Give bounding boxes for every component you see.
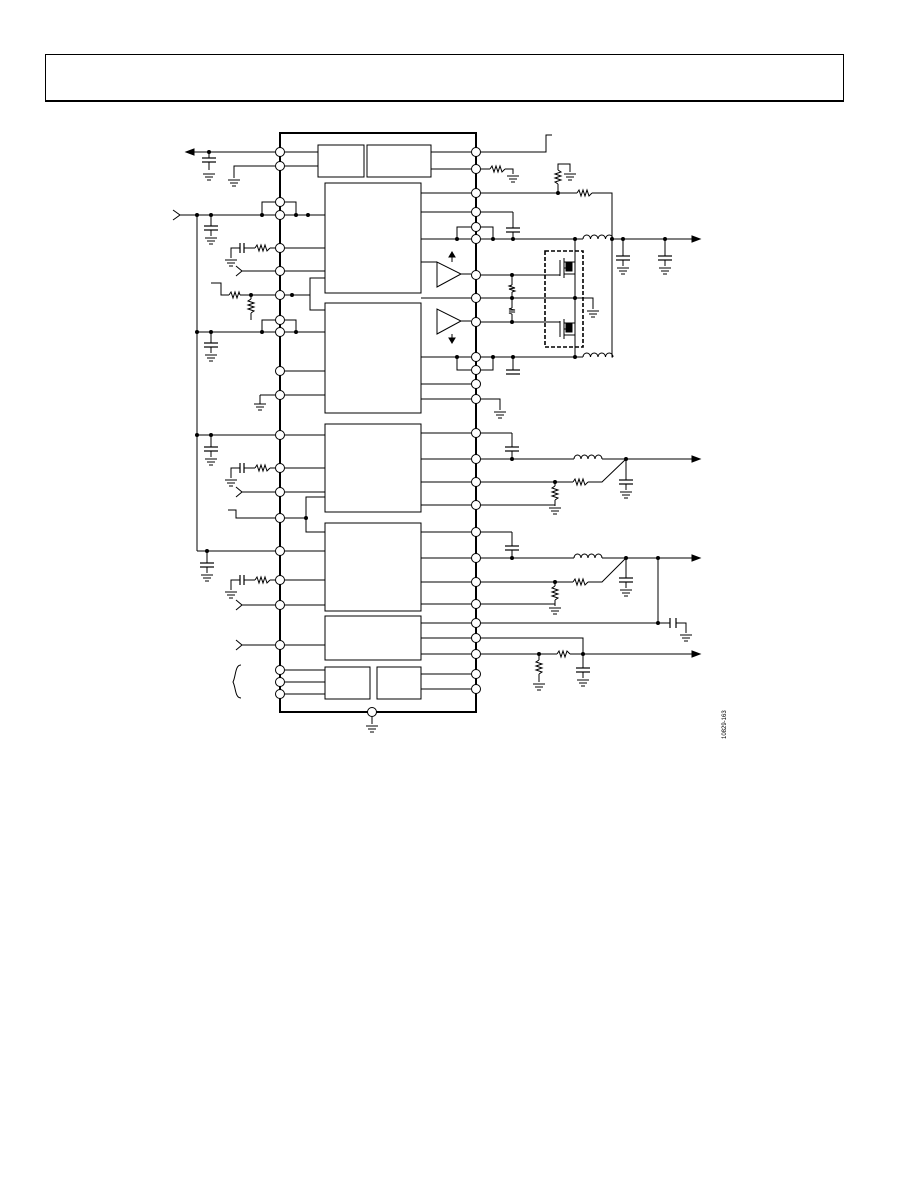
block-interface-a [324,666,371,700]
block-interface-b [376,666,422,700]
block-buck-3 [324,423,422,513]
amplifier-icon [436,261,463,335]
block-buck-2 [324,302,422,414]
input-chevron-icon [172,209,243,651]
ground-icon [200,173,693,733]
block-buck-1 [324,182,422,294]
ic-outline [279,132,477,713]
pin-circles [275,147,481,717]
mosfet-icon [544,239,584,357]
block-buck-4 [324,522,422,612]
arrow-icon [448,251,456,344]
capacitor-icon [199,152,677,678]
figure-id-label: 10829-163 [722,710,728,739]
resistor-icon [228,164,593,675]
external-wiring-left [180,151,373,724]
arrow-icon [184,148,702,658]
brace-icon [232,664,242,699]
page-header-frame [45,54,844,102]
inductor-icon [573,234,614,559]
block-ldo-a [317,144,365,178]
internal-blocks [317,144,432,700]
block-ldo-b [366,144,432,178]
external-wiring-right [481,134,692,682]
block-ldo-c [324,615,422,661]
internal-wiring [261,151,494,695]
